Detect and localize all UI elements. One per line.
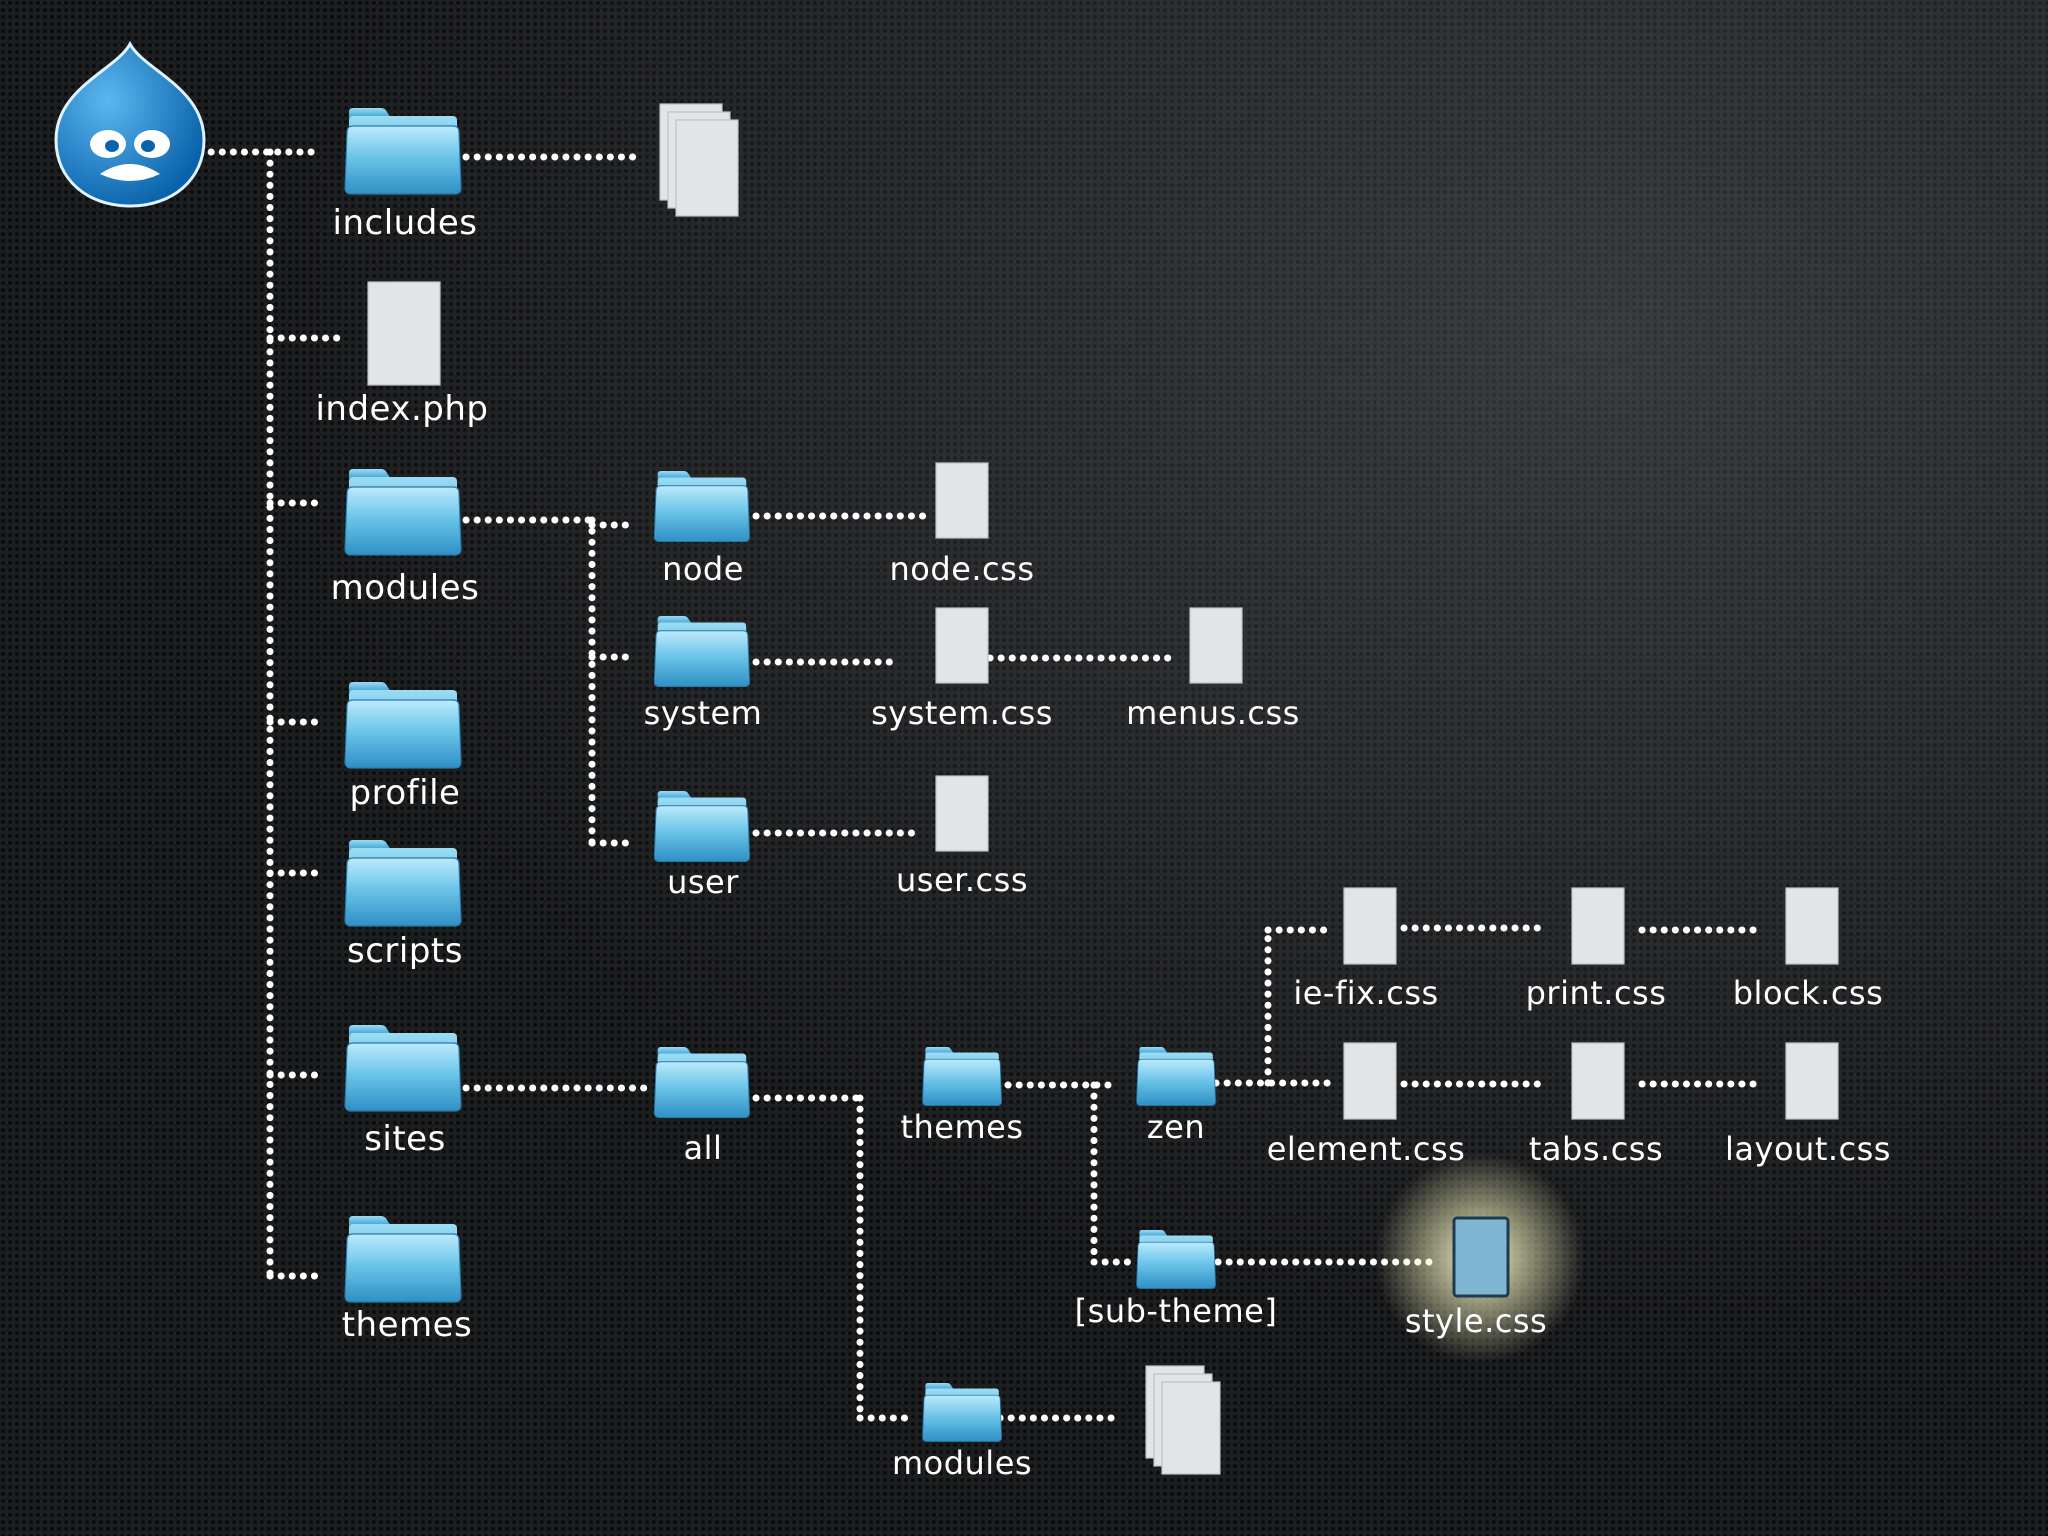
file-icon: [1571, 1042, 1625, 1120]
folder-label: system: [644, 694, 763, 732]
drupal-logo-icon: [54, 40, 206, 208]
folder-icon: [653, 791, 750, 863]
folder-icon: [922, 1047, 1002, 1106]
file-menus-css[interactable]: menus.css: [1126, 607, 1300, 732]
folder-label: profile: [350, 773, 461, 813]
file-label: index.php: [315, 389, 488, 429]
file-label: tabs.css: [1529, 1130, 1663, 1168]
folder-profile[interactable]: profile: [344, 682, 462, 813]
folder-sites-themes[interactable]: themes: [900, 1047, 1023, 1146]
folder-system[interactable]: system: [644, 616, 763, 732]
folder-icon: [344, 1025, 462, 1112]
file-user-css[interactable]: user.css: [896, 775, 1028, 899]
file-label: layout.css: [1725, 1130, 1891, 1168]
file-label: node.css: [890, 550, 1035, 588]
folder-label: user: [667, 863, 739, 901]
folder-includes[interactable]: includes: [333, 108, 478, 243]
folder-label: modules: [892, 1444, 1032, 1482]
file-icon: [1343, 1042, 1397, 1120]
folder-zen[interactable]: zen: [1136, 1047, 1216, 1146]
file-icon: [1189, 607, 1243, 684]
folder-icon: [344, 682, 462, 769]
folder-label: modules: [331, 568, 480, 608]
highlighted-file-icon: [1452, 1216, 1510, 1298]
file-label: user.css: [896, 861, 1028, 899]
file-icon: [935, 607, 989, 684]
file-label: ie-fix.css: [1293, 974, 1438, 1012]
folder-user[interactable]: user: [653, 791, 750, 901]
file-icon: [1785, 1042, 1839, 1120]
file-icon: [1571, 887, 1625, 965]
folder-scripts[interactable]: scripts: [344, 840, 463, 971]
folder-sub-theme[interactable]: [sub-theme]: [1075, 1230, 1278, 1330]
tree-connectors: [196, 148, 1766, 1422]
file-element-css[interactable]: element.css: [1267, 1042, 1466, 1168]
file-icon: [367, 281, 441, 386]
file-icon: [1343, 887, 1397, 965]
folder-icon: [653, 1047, 750, 1119]
file-label: print.css: [1526, 974, 1667, 1012]
folder-label: sites: [364, 1119, 446, 1159]
folder-sites[interactable]: sites: [344, 1025, 462, 1159]
folder-label: zen: [1147, 1108, 1205, 1146]
file-style-css[interactable]: style.css: [1405, 1216, 1547, 1340]
file-ie-fix-css[interactable]: ie-fix.css: [1293, 887, 1438, 1012]
file-icon: [1785, 887, 1839, 965]
file-stack-icon: [1145, 1365, 1221, 1475]
folder-label: [sub-theme]: [1075, 1292, 1278, 1330]
file-system-css[interactable]: system.css: [871, 607, 1053, 732]
folder-label: includes: [333, 203, 478, 243]
folder-label: all: [684, 1129, 723, 1167]
file-label: style.css: [1405, 1302, 1547, 1340]
folder-icon: [344, 469, 462, 556]
file-label: system.css: [871, 694, 1053, 732]
folder-all[interactable]: all: [653, 1047, 750, 1167]
file-label: element.css: [1267, 1130, 1466, 1168]
folder-label: node: [662, 550, 744, 588]
file-tabs-css[interactable]: tabs.css: [1529, 1042, 1663, 1168]
folder-node[interactable]: node: [653, 471, 750, 588]
file-print-css[interactable]: print.css: [1526, 887, 1667, 1012]
file-block-css[interactable]: block.css: [1733, 887, 1884, 1012]
file-index-php[interactable]: index.php: [315, 281, 488, 429]
folder-icon: [344, 840, 462, 927]
folder-icon: [653, 616, 750, 688]
folder-icon: [1136, 1230, 1216, 1289]
folder-label: themes: [342, 1305, 473, 1345]
folder-sites-modules[interactable]: modules: [892, 1383, 1032, 1482]
file-label: menus.css: [1126, 694, 1300, 732]
folder-modules[interactable]: modules: [331, 469, 480, 608]
folder-label: scripts: [347, 931, 463, 971]
folder-label: themes: [900, 1108, 1023, 1146]
folder-icon: [344, 108, 462, 195]
file-stack-icon: [659, 103, 739, 217]
file-label: block.css: [1733, 974, 1884, 1012]
folder-icon: [1136, 1047, 1216, 1106]
file-icon: [935, 462, 989, 539]
file-icon: [935, 775, 989, 852]
file-layout-css[interactable]: layout.css: [1725, 1042, 1891, 1168]
folder-icon: [344, 1216, 462, 1303]
folder-icon: [653, 471, 750, 543]
folder-icon: [922, 1383, 1002, 1442]
folder-themes[interactable]: themes: [342, 1216, 473, 1345]
file-node-css[interactable]: node.css: [890, 462, 1035, 588]
